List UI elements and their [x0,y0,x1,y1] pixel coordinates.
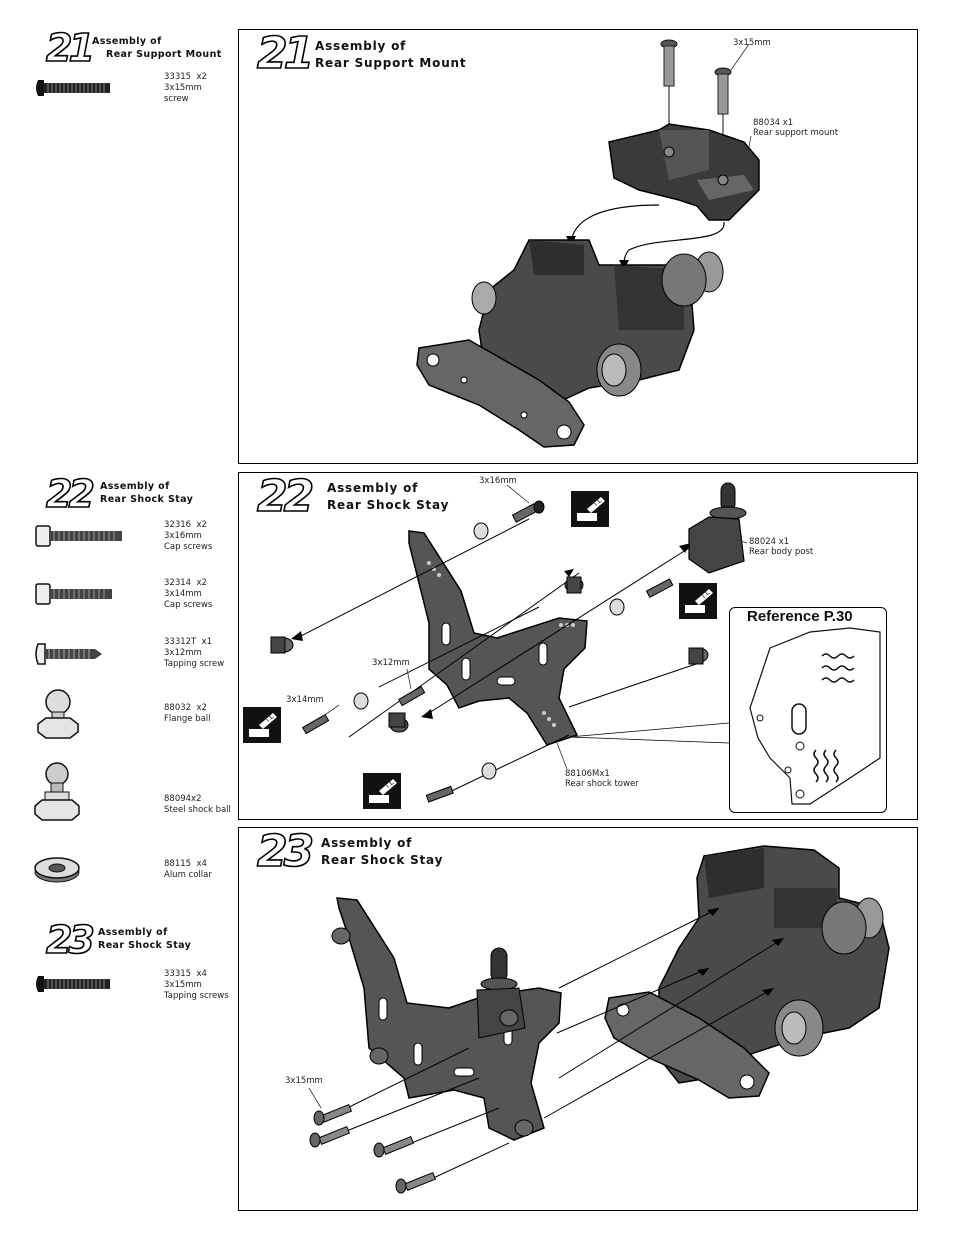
svg-text:T.L: T.L [592,497,604,508]
callout-3x15: 3x15mm [285,1076,323,1086]
flange-ball-icon [37,689,79,739]
sidebar-step22-number: 22 [45,471,95,517]
button-head-screw-icon [309,1125,351,1148]
part-label: 33315 x4 3x15mm Tapping screws [164,969,229,1001]
panel22-title: Assembly of Rear Shock Stay [327,480,449,514]
title-line: Assembly of [321,836,413,850]
title-line: Assembly of [98,927,168,938]
sidebar-step22-title: Assembly of Rear Shock Stay [100,480,193,506]
sidebar-step21-header: 21 Assembly of Rear Support Mount [40,25,230,71]
sidebar-step22-header: 22 Assembly of Rear Shock Stay [40,471,230,517]
threadlock-icon: T.L [249,713,277,737]
sidebar-step23-title: Assembly of Rear Shock Stay [98,926,191,952]
part-label: 33312T x1 3x12mm Tapping screw [164,637,225,669]
title-line: Rear Shock Stay [100,494,194,505]
button-head-screw-icon [36,976,110,992]
part-label: 88032 x2 Flange ball [164,703,211,724]
callout-3x16: 3x16mm [479,476,517,486]
title-line: Assembly of [315,39,407,53]
rear-gearbox-assembly-part [604,845,890,1099]
cap-screw-icon [35,525,122,547]
panel21-number: 21 [256,27,315,80]
title-line: Rear Support Mount [315,56,467,70]
button-head-screw-icon [36,80,110,96]
threadlock-badge: T.L [243,707,281,743]
cap-screw-icon [511,500,545,523]
tapping-screw-icon [35,643,102,665]
callout-screw-size: 3x15mm [733,38,771,48]
panel-step22: 22 Assembly of Rear Shock Stay 3x16mm 3x… [238,470,918,820]
threadlock-badge: T.L [363,773,401,809]
button-head-screw-icon [313,1103,353,1126]
panel23-number: 23 [256,825,315,878]
sidebar-step23-header: 23 Assembly of Rear Shock Stay [40,917,230,963]
steel-shock-ball-icon [388,712,409,733]
title-line: Assembly of [100,481,170,492]
sidebar-step21-title: Assembly of Rear Support Mount [92,35,222,61]
callout-tower-code: 88106Mx1 [565,769,610,779]
part-label: 32316 x2 3x16mm Cap screws [164,520,213,552]
steel-shock-ball-icon [34,762,80,821]
part-label: 88115 x4 Alum collar [164,859,212,880]
rear-shock-tower-part [408,530,588,746]
rear-body-post-part [688,482,747,574]
part-label: 88094x2 Steel shock ball [164,794,231,815]
reference-tower-closeup [749,627,881,805]
rear-support-mount-illustration [416,39,760,448]
panel23-title: Assembly of Rear Shock Stay [321,835,443,869]
callout-post-code: 88024 x1 [749,537,790,547]
part-label: 33315 x2 3x15mm screw [164,72,207,104]
threadlock-icon: T.L [685,589,713,613]
rear-support-mount-part [608,123,760,221]
svg-text:T.L: T.L [384,779,396,790]
button-head-screw-icon [395,1171,437,1194]
threadlock-badge: T.L [679,583,717,619]
rear-gearbox-part [416,239,724,448]
callout-mount-desc: Rear support mount [753,128,839,138]
part-label: 32314 x2 3x14mm Cap screws [164,578,213,610]
callout-post-desc: Rear body post [749,547,814,557]
threadlock-icon: T.L [369,779,397,803]
sidebar-step21-number: 21 [45,25,95,71]
title-line: Assembly of [327,481,419,495]
cap-screw-icon [35,583,112,605]
flange-ball-icon [688,647,709,665]
svg-text:T.L: T.L [264,713,276,724]
screw-icon [660,39,678,155]
flange-ball-icon [270,636,294,654]
button-head-screw-icon [373,1135,415,1158]
callout-3x12: 3x12mm [372,658,410,668]
callout-tower-desc: Rear shock tower [565,779,639,789]
svg-text:T.L: T.L [700,589,712,600]
title-line: Rear Shock Stay [98,940,192,951]
title-line: Rear Shock Stay [321,853,444,867]
threadlock-badge: T.L [571,491,609,527]
threadlock-icon: T.L [577,497,605,521]
rear-shock-stay-mount-illustration [308,845,890,1194]
panel-step21: 21 Assembly of Rear Support Mount 3x15mm… [238,27,918,464]
panel21-title: Assembly of Rear Support Mount [315,38,466,72]
rear-shock-tower-part [331,897,562,1141]
title-line: Rear Support Mount [106,49,222,60]
rear-shock-stay-illustration [270,482,748,803]
callout-3x14: 3x14mm [286,695,324,705]
panel22-number: 22 [256,470,315,523]
reference-box: Reference P.30 [729,607,887,813]
panel-step23: 23 Assembly of Rear Shock Stay 3x15mm [238,825,918,1211]
flange-ball-icon [564,576,584,594]
reference-title: Reference P.30 [747,608,853,625]
callout-mount-code: 88034 x1 [753,118,794,128]
sidebar-step23-number: 23 [45,917,95,963]
title-line: Rear Shock Stay [327,498,450,512]
alum-collar-icon [34,857,80,883]
title-line: Assembly of [92,36,162,47]
